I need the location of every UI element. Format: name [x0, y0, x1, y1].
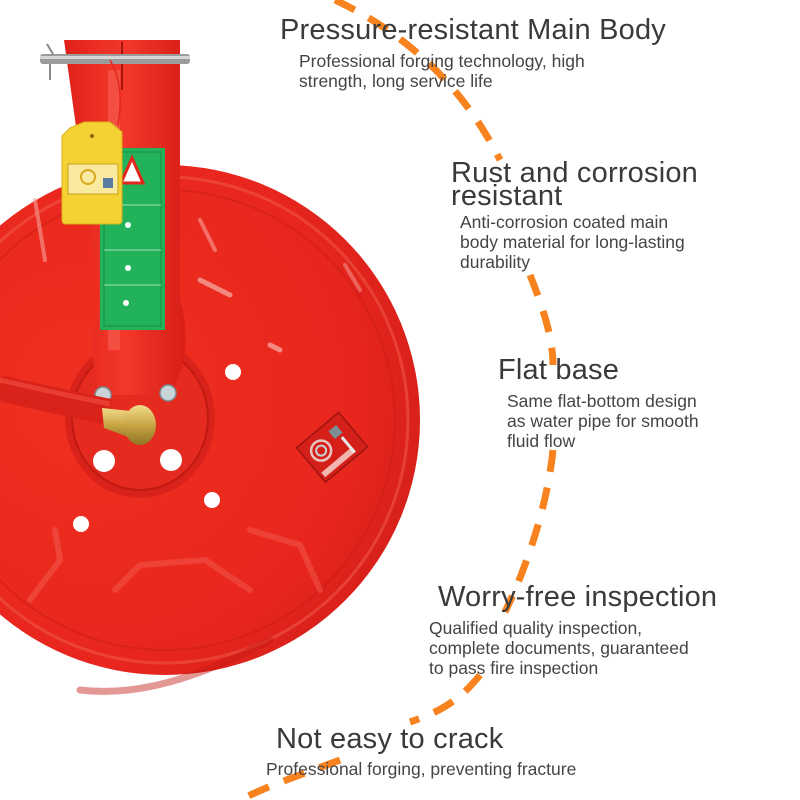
vent-hole	[204, 492, 220, 508]
description-line: Professional forging, preventing fractur…	[266, 759, 577, 779]
description-line: Same flat-bottom design	[507, 391, 697, 411]
feature-title: Worry-free inspection	[438, 581, 718, 613]
feature-flat-base: Flat base Same flat-bottom design as wat…	[498, 354, 699, 452]
inspection-tag-icon	[61, 59, 123, 225]
description-line: Professional forging technology, high	[299, 51, 585, 71]
feature-description: Same flat-bottom design as water pipe fo…	[507, 391, 699, 451]
description-line: as water pipe for smooth	[507, 411, 699, 431]
feature-worry-free-inspection: Worry-free inspection Qualified quality …	[429, 581, 718, 679]
certification-sticker-icon	[295, 411, 369, 484]
feature-pressure-resistant: Pressure-resistant Main Body Professiona…	[280, 14, 666, 92]
feature-description: Professional forging, preventing fractur…	[266, 759, 576, 779]
feature-title: Rust and corrosion resistant	[451, 157, 751, 212]
feature-rust-resistant: Rust and corrosion resistant Anti-corros…	[451, 157, 751, 273]
description-line: to pass fire inspection	[429, 658, 599, 678]
description-line: durability	[460, 252, 531, 272]
description-line: strength, long service life	[299, 71, 493, 91]
feature-title: Not easy to crack	[276, 723, 504, 755]
vent-hole	[93, 450, 115, 472]
hose-nozzle-icon	[0, 375, 156, 445]
description-line: body material for long-lasting	[460, 232, 685, 252]
warning-label-icon	[100, 148, 165, 330]
feature-title: Pressure-resistant Main Body	[280, 14, 666, 46]
vent-hole	[225, 364, 241, 380]
vent-hole	[73, 516, 89, 532]
dashed-guide-curve	[238, 0, 557, 800]
feature-title: Flat base	[498, 354, 620, 386]
feature-description: Professional forging technology, high st…	[299, 51, 666, 91]
title-line: Rust and corrosion	[451, 157, 698, 189]
feature-description: Anti-corrosion coated main body material…	[460, 212, 751, 272]
title-line: resistant	[451, 180, 563, 212]
description-line: Qualified quality inspection,	[429, 618, 643, 638]
feature-not-easy-to-crack: Not easy to crack Professional forging, …	[266, 723, 576, 780]
description-line: fluid flow	[507, 431, 576, 451]
description-line: Anti-corrosion coated main	[460, 212, 669, 232]
feature-description: Qualified quality inspection, complete d…	[429, 618, 717, 678]
vent-hole	[160, 449, 182, 471]
description-line: complete documents, guaranteed	[429, 638, 689, 658]
